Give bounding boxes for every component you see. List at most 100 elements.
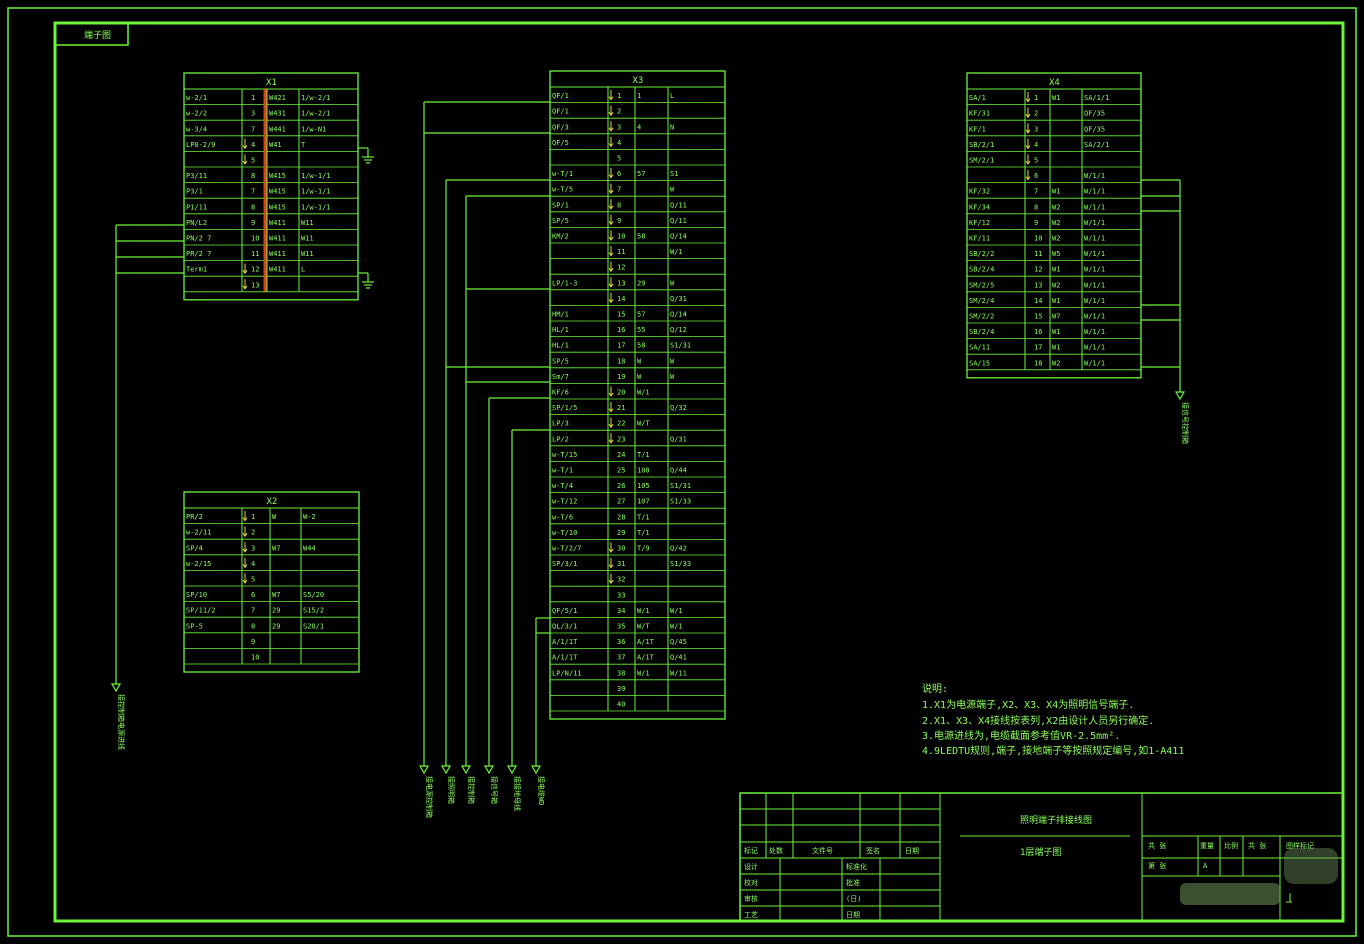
- terminal-cell: W: [637, 357, 642, 365]
- terminal-cell: W/1/1: [1084, 359, 1105, 367]
- terminal-cell: W/11: [670, 669, 687, 677]
- terminal-cell: W: [670, 279, 675, 287]
- drawing-name: 照明端子排接线图: [1020, 814, 1092, 826]
- terminal-cell: QF/1: [552, 92, 569, 100]
- terminal-cell: QF/35: [1084, 110, 1105, 118]
- terminal-cell: W7: [272, 591, 280, 599]
- terminal-cell: SP/11/2: [186, 607, 216, 615]
- terminal-cell: Q/14: [670, 311, 687, 319]
- terminal-cell: 107: [637, 498, 650, 506]
- terminal-cell: 21: [617, 404, 625, 412]
- terminal-cell: W1: [1052, 94, 1060, 102]
- terminal-cell: KF/11: [969, 235, 990, 243]
- terminal-cell: w-T/15: [552, 451, 577, 459]
- terminal-cell: 33: [617, 591, 625, 599]
- terminal-cell: 1: [251, 513, 255, 521]
- terminal-cell: 34: [617, 607, 625, 615]
- terminal-cell: LP0-2/9: [186, 141, 216, 149]
- terminal-cell: SP/5: [552, 357, 569, 365]
- terminal-cell: Q/31: [670, 295, 687, 303]
- terminal-cell: 5: [1034, 157, 1038, 165]
- terminal-cell: S1/31: [670, 342, 691, 350]
- terminal-cell: W1: [1052, 328, 1060, 336]
- terminal-cell: W/1/1: [1084, 297, 1105, 305]
- terminal-cell: Q/14: [670, 233, 687, 241]
- terminal-cell: W2: [1052, 359, 1060, 367]
- terminal-cell: W/1: [637, 389, 650, 397]
- terminal-cell: S1/31: [670, 482, 691, 490]
- terminal-cell: W441: [269, 125, 286, 133]
- svg-text:标记: 标记: [744, 846, 758, 855]
- terminal-cell: w-T/2/7: [552, 545, 582, 553]
- terminal-cell: 1: [251, 94, 255, 102]
- terminal-cell: W5: [1052, 250, 1060, 258]
- terminal-cell: w-2/11: [186, 529, 211, 537]
- terminal-cell: P1/11: [186, 203, 207, 211]
- terminal-cell: 9: [1034, 219, 1038, 227]
- outer-frame: [7, 7, 1357, 937]
- terminal-cell: 5: [251, 576, 255, 584]
- block-title: X1: [266, 78, 277, 88]
- cable-label: 接接地母线: [513, 776, 522, 811]
- terminal-cell: W/1/1: [1084, 344, 1105, 352]
- terminal-cell: Q/11: [670, 217, 687, 225]
- terminal-cell: W/1/1: [1084, 281, 1105, 289]
- terminal-cell: 1/w-1/1: [301, 188, 331, 196]
- terminal-cell: 14: [1034, 297, 1042, 305]
- terminal-cell: 37: [617, 654, 625, 662]
- terminal-cell: W2: [1052, 281, 1060, 289]
- terminal-cell: QF/5: [552, 139, 569, 147]
- terminal-cell: T/1: [637, 529, 650, 537]
- note-1: 1.X1为电源端子,X2、X3、X4为照明信号端子.: [922, 698, 1134, 711]
- svg-text:批准: 批准: [846, 878, 860, 887]
- terminal-cell: W/T: [637, 420, 650, 428]
- terminal-cell: P3/11: [186, 172, 207, 180]
- note-4: 4.9LEDTU规则,端子,接地端子等按照规定编号,如1-A411: [922, 744, 1184, 757]
- svg-text:签名: 签名: [866, 846, 880, 855]
- block-title: X2: [267, 497, 278, 507]
- terminal-cell: T/9: [637, 545, 650, 553]
- terminal-cell: W: [670, 373, 675, 381]
- terminal-cell: S1/33: [670, 498, 691, 506]
- terminal-cell: W411: [269, 266, 286, 274]
- terminal-cell: w-2/1: [186, 94, 207, 102]
- terminal-cell: 10: [251, 654, 259, 662]
- terminal-cell: SB/2/2: [969, 250, 994, 258]
- terminal-cell: 4: [617, 139, 621, 147]
- terminal-cell: 8: [251, 203, 255, 211]
- terminal-cell: W/1/1: [1084, 250, 1105, 258]
- terminal-cell: W-2: [303, 513, 316, 521]
- corner-label: 端子图: [84, 29, 111, 41]
- terminal-cell: W431: [269, 110, 286, 118]
- terminal-cell: SP-5: [186, 622, 203, 630]
- svg-text:(日): (日): [846, 895, 861, 903]
- terminal-cell: 22: [617, 420, 625, 428]
- terminal-cell: W/T: [637, 623, 650, 631]
- terminal-cell: 18: [1034, 359, 1042, 367]
- terminal-cell: P3/1: [186, 188, 203, 196]
- terminal-cell: QF/5/1: [552, 607, 577, 615]
- terminal-cell: 29: [637, 279, 645, 287]
- terminal-cell: 12: [1034, 266, 1042, 274]
- notes-title: 说明:: [922, 682, 948, 695]
- terminal-cell: PR/2 7: [186, 250, 211, 258]
- terminal-cell: 32: [617, 576, 625, 584]
- terminal-cell: W: [670, 186, 675, 194]
- terminal-cell: Q/41: [670, 654, 687, 662]
- terminal-cell: W415: [269, 203, 286, 211]
- terminal-cell: W415: [269, 188, 286, 196]
- terminal-cell: A/1/1T: [552, 638, 578, 646]
- terminal-cell: W: [637, 373, 642, 381]
- terminal-cell: LP/1-3: [552, 279, 577, 287]
- terminal-cell: SB/2/4: [969, 266, 994, 274]
- terminal-cell: w-3/4: [186, 125, 207, 133]
- terminal-cell: w-T/12: [552, 498, 577, 506]
- drawing-code: 1层端子图: [1020, 846, 1061, 858]
- terminal-cell: 3: [617, 123, 621, 131]
- terminal-cell: W/1/1: [1084, 188, 1105, 196]
- terminal-cell: W/1: [670, 623, 683, 631]
- terminal-cell: Q/11: [670, 201, 687, 209]
- terminal-cell: 10: [1034, 235, 1042, 243]
- terminal-cell: W7: [1052, 313, 1060, 321]
